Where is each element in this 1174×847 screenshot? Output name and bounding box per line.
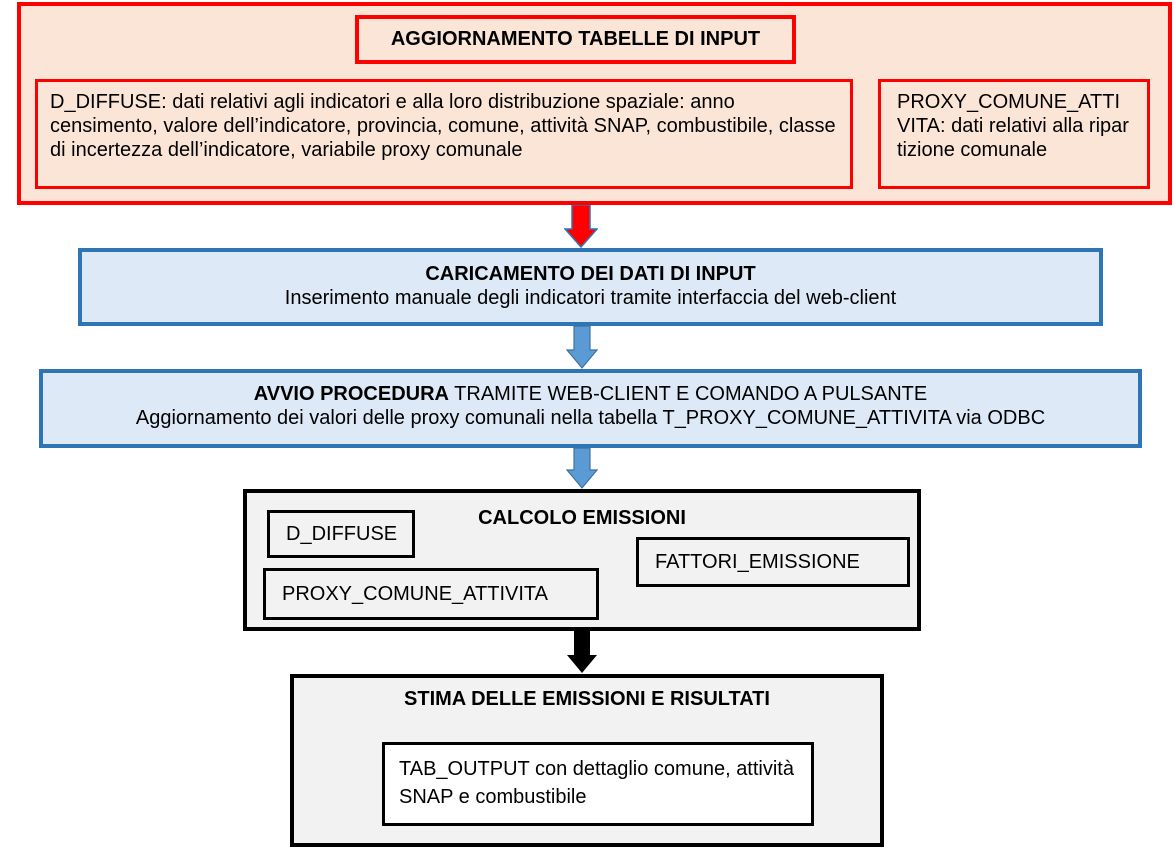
proxy-comune-attivita-table: PROXY_COMUNE_ATTIVITA — [263, 568, 599, 620]
arrow-update-to-load — [564, 205, 598, 249]
fattori-emissione-table: FATTORI_EMISSIONE — [636, 537, 910, 587]
proxy-comune-attivita-label: PROXY_COMUNE_ATTIVITA — [282, 583, 548, 605]
proxy-description-text: PROXY_COMUNE_ATTIVITA: dati relativi all… — [897, 91, 1129, 161]
d-diffuse-description: D_DIFFUSE: dati relativi agli indicatori… — [35, 79, 853, 189]
arrow-load-to-start — [566, 326, 598, 369]
start-title: AVVIO PROCEDURA TRAMITE WEB-CLIENT E COM… — [43, 382, 1138, 406]
results-title: STIMA DELLE EMISSIONI E RISULTATI — [404, 688, 770, 710]
fattori-emissione-label: FATTORI_EMISSIONE — [655, 551, 860, 573]
start-title-rest: TRAMITE WEB-CLIENT E COMANDO A PULSANTE — [448, 383, 928, 405]
tab-output-box: TAB_OUTPUT con dettaglio comune, attivit… — [382, 742, 814, 826]
proxy-comune-attivita-description: PROXY_COMUNE_ATTIVITA: dati relativi all… — [878, 79, 1150, 189]
results-section: STIMA DELLE EMISSIONI E RISULTATI TAB_OU… — [290, 674, 884, 847]
calc-emissions-title: CALCOLO EMISSIONI — [478, 507, 686, 529]
arrow-start-to-calc — [566, 448, 598, 489]
start-description: Aggiornamento dei valori delle proxy com… — [135, 407, 1046, 429]
load-input-data-section: CARICAMENTO DEI DATI DI INPUT Inseriment… — [78, 248, 1103, 326]
calc-emissions-section: CALCOLO EMISSIONI D_DIFFUSE FATTORI_EMIS… — [243, 489, 921, 631]
arrow-calc-to-result — [567, 631, 597, 673]
start-title-bold: AVVIO PROCEDURA — [253, 383, 449, 405]
load-description: Inserimento manuale degli indicatori tra… — [284, 287, 897, 309]
start-procedure-section: AVVIO PROCEDURA TRAMITE WEB-CLIENT E COM… — [39, 369, 1142, 448]
update-tables-title: AGGIORNAMENTO TABELLE DI INPUT — [355, 15, 796, 64]
load-title: CARICAMENTO DEI DATI DI INPUT — [425, 263, 756, 285]
d-diffuse-label: D_DIFFUSE — [286, 523, 398, 545]
d-diffuse-table: D_DIFFUSE — [267, 510, 415, 558]
